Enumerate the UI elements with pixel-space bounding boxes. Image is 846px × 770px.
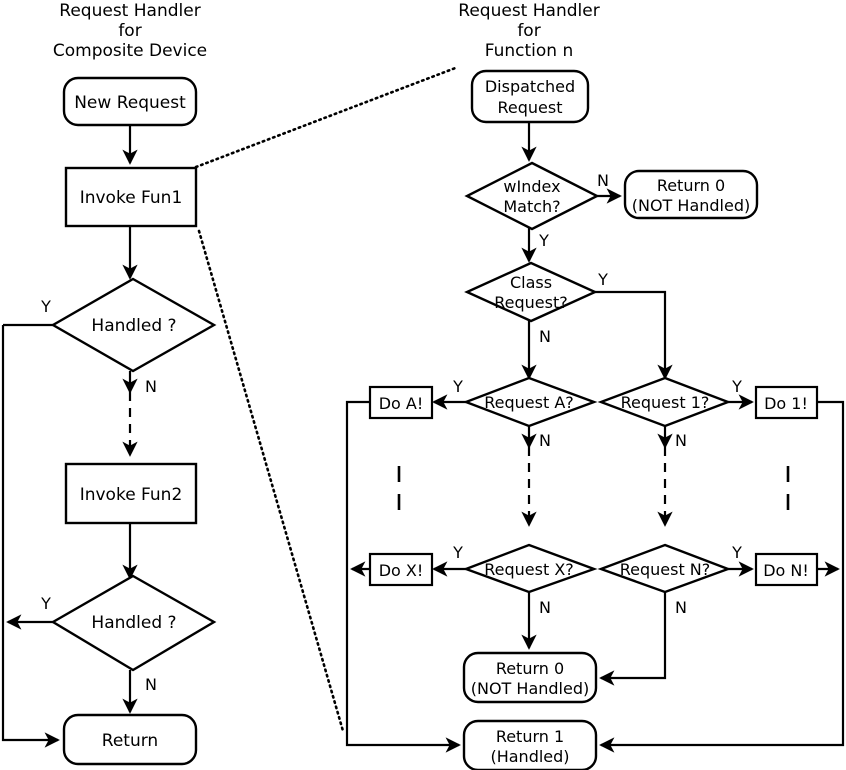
node-return[interactable]: Return xyxy=(62,713,198,766)
node-return0-bottom[interactable]: Return 0 (NOT Handled) xyxy=(462,651,598,704)
class-request-shape xyxy=(464,261,598,323)
request-a-label: Request A? xyxy=(484,393,574,412)
node-new-request[interactable]: New Request xyxy=(62,76,198,127)
return0-top-label-2: (NOT Handled) xyxy=(632,196,750,215)
request-x-label: Request X? xyxy=(484,560,574,579)
node-do-a[interactable]: Do A! xyxy=(368,385,434,420)
return1-shape xyxy=(462,719,598,770)
node-handled-1[interactable]: Handled ? xyxy=(50,277,217,373)
new-request-label: New Request xyxy=(74,93,186,113)
edge-left-rail-to-return xyxy=(1,325,60,748)
do-n-label: Do N! xyxy=(763,561,809,580)
node-invoke-fun1[interactable]: Invoke Fun1 xyxy=(64,166,198,228)
node-invoke-fun2[interactable]: Invoke Fun2 xyxy=(64,462,198,525)
node-return0-top[interactable]: Return 0 (NOT Handled) xyxy=(623,169,759,220)
right-title-line-3: Function n xyxy=(485,41,574,61)
return0-bottom-label-2: (NOT Handled) xyxy=(471,679,589,698)
dispatched-request-shape xyxy=(470,69,590,124)
request-1-yes-label: Y xyxy=(731,377,742,396)
request-1-label: Request 1? xyxy=(621,393,710,412)
return0-bottom-label-1: Return 0 xyxy=(496,659,564,678)
handled-1-yes-label: Y xyxy=(40,297,51,316)
node-request-x[interactable]: Request X? xyxy=(462,543,598,594)
right-flow-edges xyxy=(345,122,845,753)
node-request-1[interactable]: Request 1? xyxy=(597,376,732,428)
do-x-label: Do X! xyxy=(379,561,424,580)
do-1-shape xyxy=(754,385,819,420)
node-do-x[interactable]: Do X! xyxy=(368,552,434,587)
dispatched-request-label-2: Request xyxy=(498,98,563,117)
windex-yes-label: Y xyxy=(538,231,549,250)
request-x-no-label: N xyxy=(539,598,551,617)
request-a-shape xyxy=(462,376,598,428)
do-1-label: Do 1! xyxy=(764,394,808,413)
right-column-title: Request Handler for Function n xyxy=(458,1,599,61)
request-1-no-label: N xyxy=(675,431,687,450)
do-a-label: Do A! xyxy=(379,394,424,413)
class-yes-label: Y xyxy=(597,270,608,289)
windex-match-shape xyxy=(464,161,600,231)
node-request-a[interactable]: Request A? xyxy=(462,376,598,428)
request-x-shape xyxy=(462,543,598,594)
handled-2-no-label: N xyxy=(145,675,157,694)
left-title-line-2: for xyxy=(118,21,141,41)
invoke-fun2-label: Invoke Fun2 xyxy=(80,485,183,505)
request-a-yes-label: Y xyxy=(452,377,463,396)
node-do-n[interactable]: Do N! xyxy=(754,552,819,587)
handled-2-shape xyxy=(50,574,217,672)
edge-doa-rail-to-return1 xyxy=(345,400,461,753)
request-x-yes-label: Y xyxy=(452,543,463,562)
handled-1-shape xyxy=(50,277,217,373)
zoom-connector-lower xyxy=(197,229,345,733)
left-flow-edges xyxy=(1,125,138,748)
node-return1[interactable]: Return 1 (Handled) xyxy=(462,719,598,770)
invoke-fun2-shape xyxy=(64,462,198,525)
class-request-label-2: Request? xyxy=(494,293,567,312)
class-request-label-1: Class xyxy=(510,273,552,292)
node-windex-match[interactable]: wIndex Match? xyxy=(464,161,600,231)
request-1-shape xyxy=(597,376,732,428)
do-x-shape xyxy=(368,552,434,587)
edge-do1-rail-to-return1 xyxy=(599,400,845,753)
node-class-request[interactable]: Class Request? xyxy=(464,261,598,323)
left-title-line-3: Composite Device xyxy=(53,41,207,61)
handled-2-label: Handled ? xyxy=(91,613,176,633)
right-title-line-2: for xyxy=(517,21,540,41)
zoom-connector-upper xyxy=(194,65,460,169)
new-request-shape xyxy=(62,76,198,127)
request-a-no-label: N xyxy=(539,431,551,450)
edge-requestn-no-to-return0 xyxy=(599,592,667,686)
node-dispatched-request[interactable]: Dispatched Request xyxy=(470,69,590,124)
return-label: Return xyxy=(102,731,158,751)
do-a-shape xyxy=(368,385,434,420)
handled-2-yes-label: Y xyxy=(40,594,51,613)
edge-class-yes-to-request1 xyxy=(595,290,673,380)
request-n-label: Request N? xyxy=(620,560,711,579)
return0-top-label-1: Return 0 xyxy=(657,176,725,195)
request-n-yes-label: Y xyxy=(731,543,742,562)
handled-1-no-label: N xyxy=(145,377,157,396)
invoke-fun1-shape xyxy=(64,166,198,228)
windex-match-label-1: wIndex xyxy=(503,177,560,196)
return0-bottom-shape xyxy=(462,651,598,704)
class-no-label: N xyxy=(539,327,551,346)
left-title-line-1: Request Handler xyxy=(59,1,200,21)
return0-top-shape xyxy=(623,169,759,220)
right-title-line-1: Request Handler xyxy=(458,1,599,21)
node-request-n[interactable]: Request N? xyxy=(597,543,732,594)
invoke-fun1-label: Invoke Fun1 xyxy=(80,188,183,208)
handled-1-label: Handled ? xyxy=(91,316,176,336)
dispatched-request-label-1: Dispatched xyxy=(485,77,575,96)
request-n-no-label: N xyxy=(675,598,687,617)
request-n-shape xyxy=(597,543,732,594)
return-shape xyxy=(62,713,198,766)
return1-label-2: (Handled) xyxy=(490,747,569,766)
windex-match-label-2: Match? xyxy=(503,197,560,216)
windex-no-label: N xyxy=(597,171,609,190)
do-n-shape xyxy=(754,552,819,587)
return1-label-1: Return 1 xyxy=(496,727,564,746)
left-column-title: Request Handler for Composite Device xyxy=(53,1,207,61)
node-handled-2[interactable]: Handled ? xyxy=(50,574,217,672)
node-do-1[interactable]: Do 1! xyxy=(754,385,819,420)
